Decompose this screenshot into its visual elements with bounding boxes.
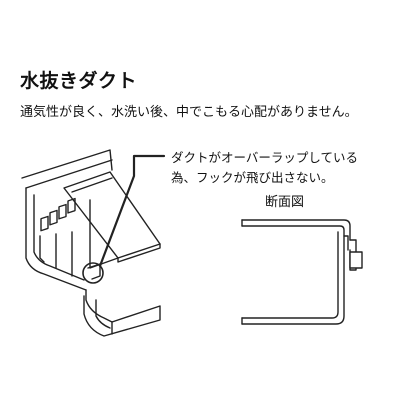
hook-tab-section <box>349 251 363 269</box>
duct-top-panel <box>21 149 113 179</box>
upper-flange <box>63 171 161 259</box>
page-title: 水抜きダクト <box>20 70 138 92</box>
callout-line-2: 為、フックが飛び出さない。 <box>171 170 334 185</box>
cross-section-label: 断面図 <box>265 195 305 210</box>
hook-tabs <box>39 197 76 277</box>
callout-line-1: ダクトがオーバーラップしている <box>171 150 359 165</box>
duct-perspective-view <box>21 149 161 337</box>
callout-leader-line <box>98 154 166 268</box>
lower-flange <box>83 289 161 337</box>
page-subtitle: 通気性が良く、水洗い後、中でこもる心配がありません。 <box>20 105 358 120</box>
cross-section-view <box>241 219 363 325</box>
overlap-callout: ダクトがオーバーラップしている 為、フックが飛び出さない。 <box>171 148 358 188</box>
overlap-highlight-circle <box>82 262 104 284</box>
